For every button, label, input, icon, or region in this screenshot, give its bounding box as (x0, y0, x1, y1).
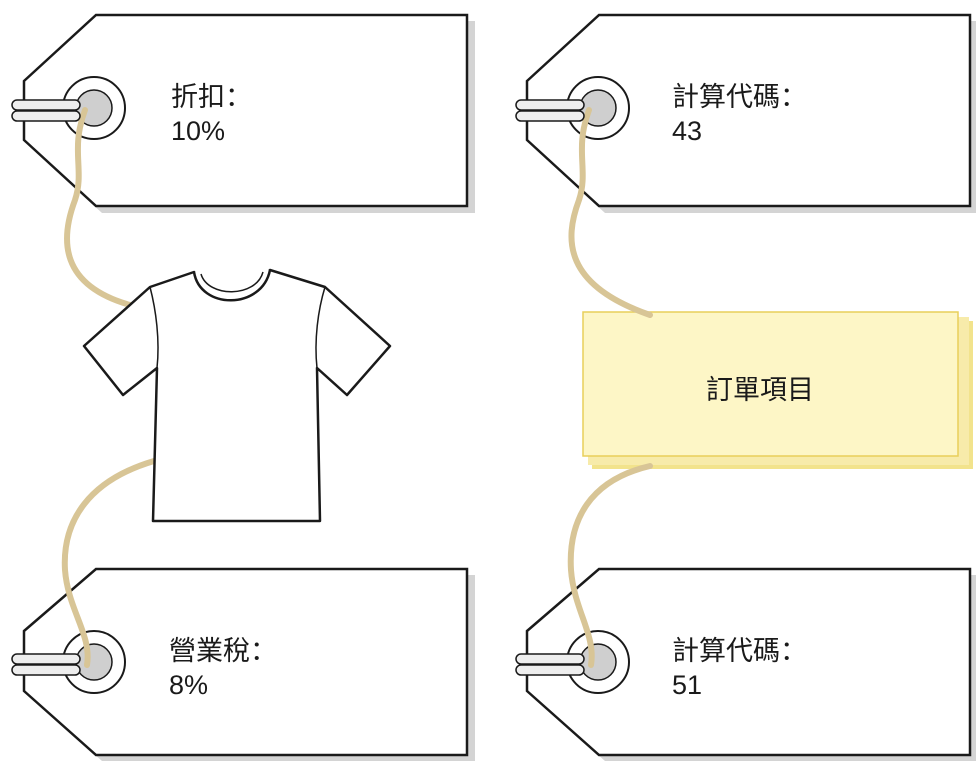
string-sales-tax (61, 458, 157, 668)
tag-sales-tax (22, 567, 469, 757)
tag-calc-code-bottom-text: 計算代碼： 51 (672, 634, 807, 702)
strings (61, 107, 653, 668)
tag-calc-code-bottom-value: 51 (672, 670, 703, 700)
tag-discount-value: 10% (171, 116, 226, 146)
order-item-label: 訂單項目 (706, 375, 814, 405)
tag-discount-text: 折扣： 10% (171, 80, 252, 148)
tag-calc-code-top-text: 計算代碼： 43 (672, 80, 807, 148)
tag-sales-tax-value: 8% (169, 670, 209, 700)
tag-calc-code-top (525, 13, 972, 208)
tag-calc-code-top-value: 43 (672, 116, 703, 146)
string-calc-code-top (568, 107, 653, 318)
tag-calc-code-bottom (525, 567, 972, 757)
tag-sales-tax-text: 營業稅： 8% (169, 634, 277, 702)
tag-discount-label: 折扣： (171, 82, 252, 112)
tshirt-icon (82, 268, 392, 523)
tag-calc-code-top-label: 計算代碼： (672, 82, 807, 112)
tag-discount (22, 13, 469, 208)
tag-sales-tax-label: 營業稅： (169, 636, 277, 666)
wire-loops (11, 99, 585, 676)
string-discount (64, 107, 133, 308)
order-item-box (582, 311, 973, 469)
tag-calc-code-bottom-label: 計算代碼： (672, 636, 807, 666)
string-calc-code-bottom (567, 463, 653, 668)
